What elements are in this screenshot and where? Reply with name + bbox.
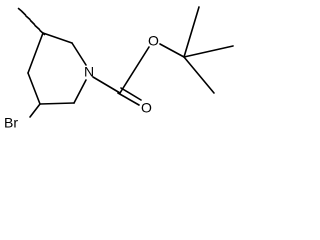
bond-cquat-me1 — [183, 6, 200, 58]
bond-cquat-me3 — [183, 56, 215, 94]
bond-c3-c2 — [42, 32, 73, 44]
bond-carbonyl-double-a — [117, 92, 140, 106]
bond-c2-n1 — [71, 42, 87, 66]
ester-oxygen-label: O — [148, 33, 159, 49]
bond-n1-carbonyl — [92, 76, 121, 94]
molecule-drawing: N O O Br — [4, 6, 234, 131]
structure-diagram: N O O Br — [0, 0, 238, 155]
bond-carbonyl-oester — [119, 46, 150, 94]
bond-c5-c4 — [27, 72, 41, 105]
bond-c6-c5 — [39, 102, 75, 105]
boc-group — [92, 6, 234, 106]
bond-c4-c3 — [27, 32, 44, 74]
bond-carbonyl-double-b — [120, 87, 142, 101]
nitrogen-label: N — [84, 64, 94, 80]
bond-cquat-me2 — [183, 45, 234, 58]
piperidine-ring — [27, 32, 87, 105]
bond-c5-br — [29, 103, 41, 118]
bond-oester-cquat — [159, 43, 185, 58]
carbonyl-oxygen-label: O — [141, 100, 152, 116]
hashed-wedge-bond — [17, 7, 46, 36]
bond-n1-c6 — [73, 79, 87, 104]
bromine-label: Br — [4, 115, 18, 131]
